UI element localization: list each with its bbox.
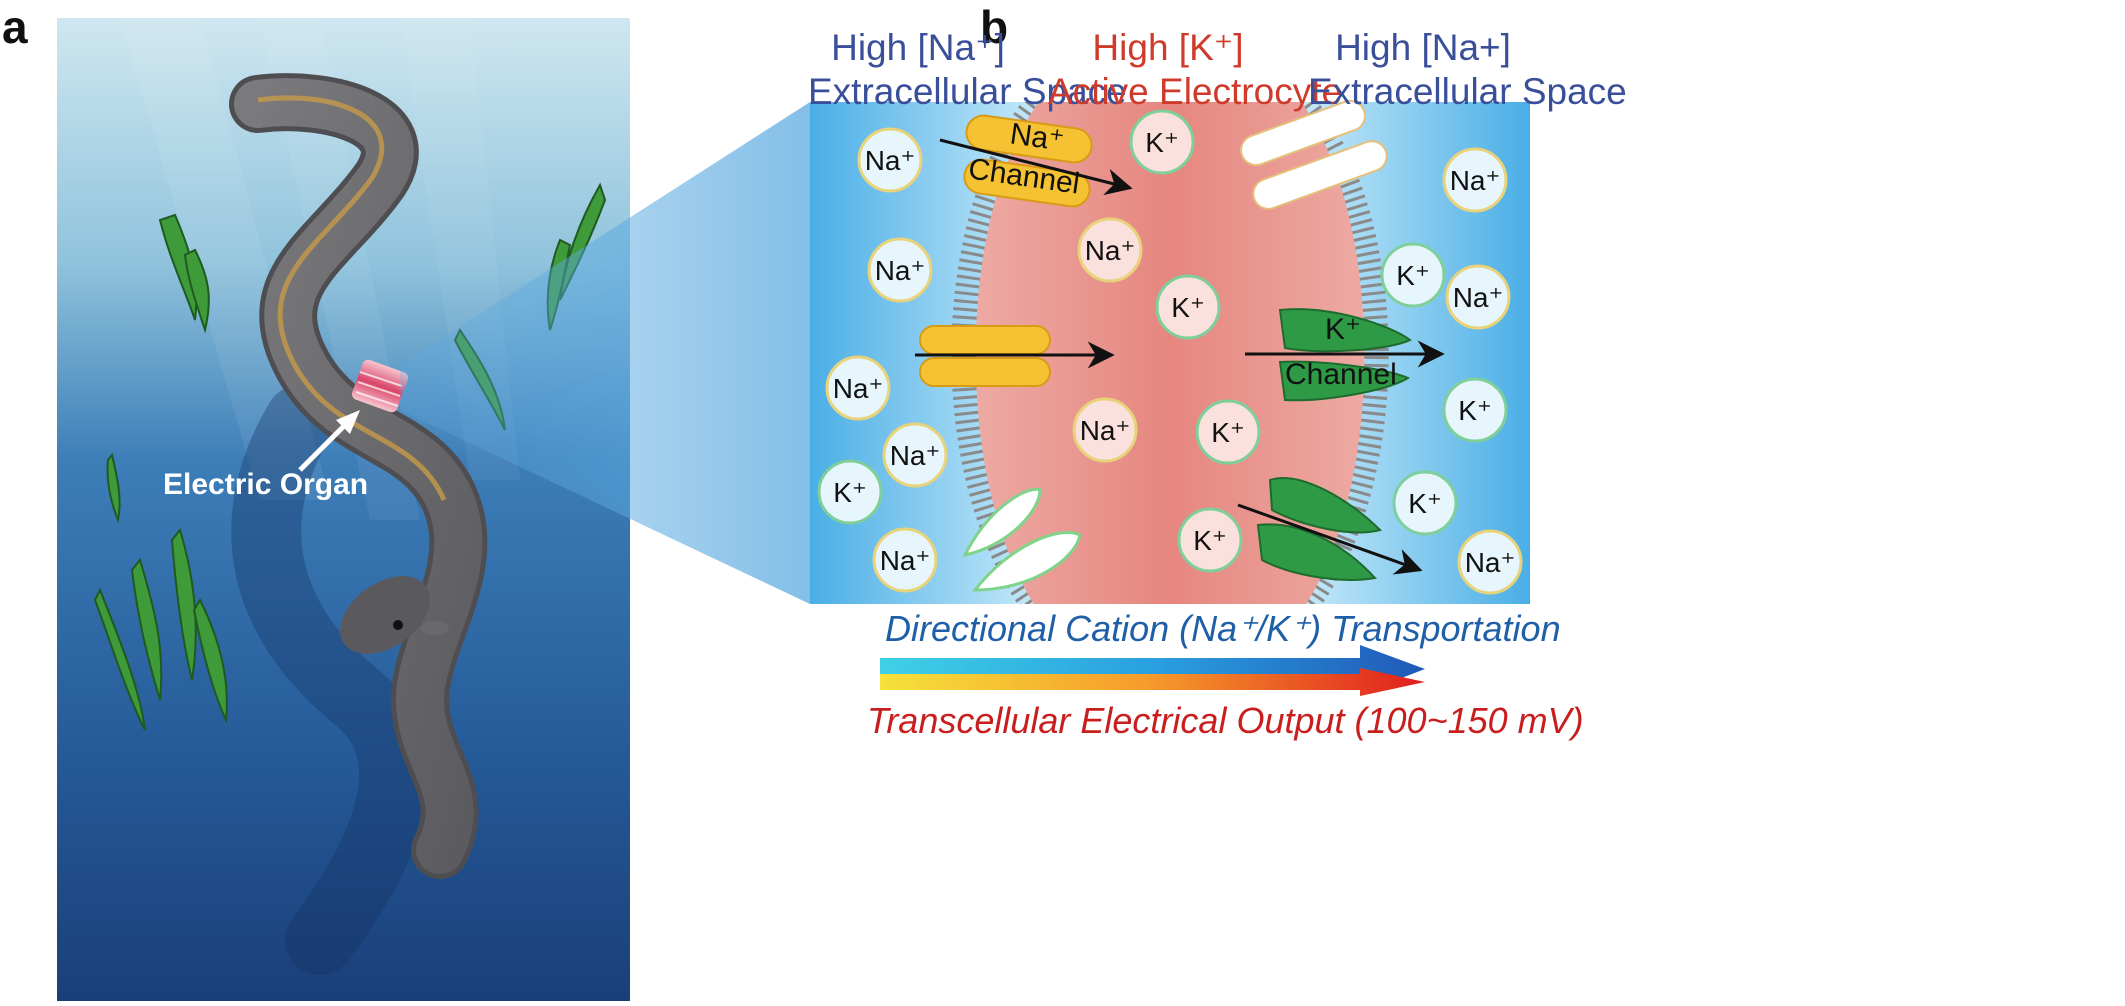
- electrical-output-arrow: [880, 668, 1425, 696]
- header-center: High [K⁺] Active Electrocyte: [1048, 26, 1343, 114]
- na-ion-1: Na⁺: [867, 237, 933, 303]
- ion-label: K⁺: [1408, 488, 1441, 519]
- k-channel-label-channel: Channel: [1285, 358, 1397, 391]
- na-ion-3: Na⁺: [882, 422, 948, 488]
- ion-label: Na⁺: [875, 255, 926, 286]
- eel-head: [340, 576, 430, 654]
- k-channel-middle: [1245, 308, 1445, 402]
- ion-label: Na⁺: [1453, 282, 1504, 313]
- inactive-channel-bottom: [962, 487, 1082, 592]
- na-ion-17: Na⁺: [1457, 529, 1523, 595]
- panel-b-letter: b: [980, 1, 1009, 53]
- header-right: High [Na+] Extracellular Space: [1308, 26, 1627, 114]
- k-ion-10: K⁺: [1195, 399, 1261, 465]
- ion-label: Na⁺: [880, 545, 931, 576]
- ion-label: K⁺: [1211, 417, 1244, 448]
- k-ion-13: K⁺: [1380, 242, 1446, 308]
- panel-a-letter: a: [2, 1, 28, 53]
- header-center-line2: Active Electrocyte: [1048, 71, 1343, 112]
- header-right-line2: Extracellular Space: [1308, 71, 1627, 112]
- na-ion-12: Na⁺: [1442, 147, 1508, 213]
- eel-body: [234, 78, 483, 874]
- zoom-beam: [400, 102, 810, 604]
- ion-label: K⁺: [1193, 525, 1226, 556]
- ion-label: K⁺: [1396, 260, 1429, 291]
- k-ion-11: K⁺: [1177, 507, 1243, 573]
- header-center-line1: High [K⁺]: [1092, 27, 1244, 68]
- k-channel-bottom: [1237, 477, 1423, 581]
- caption-electrical-output: Transcellular Electrical Output (100~150…: [867, 700, 1584, 741]
- ion-label: Na⁺: [1080, 415, 1131, 446]
- electrocyte: [975, 102, 1365, 604]
- k-channel-label-ion: K⁺: [1325, 313, 1361, 346]
- na-channel-top: [939, 114, 1133, 208]
- inactive-channel-top: [1240, 99, 1388, 210]
- eel-eye: [393, 620, 403, 630]
- header-left-line1: High [Na⁺]: [831, 27, 1005, 68]
- ion-label: Na⁺: [865, 145, 916, 176]
- eel-scene: [57, 18, 630, 1001]
- header-left: High [Na⁺] Extracellular Space: [808, 26, 1127, 114]
- na-channel-label-ion: Na⁺: [1007, 117, 1067, 158]
- ion-label: Na⁺: [1450, 165, 1501, 196]
- na-ion-0: Na⁺: [857, 127, 923, 193]
- ion-layer: Na⁺ Na⁺ Na⁺ Na⁺ K⁺ Na⁺ K⁺ Na⁺ K⁺ Na⁺ K⁺ K⁺ Na⁺ K⁺ Na⁺ K…: [817, 109, 1523, 595]
- k-ion-16: K⁺: [1392, 470, 1458, 536]
- ion-label: Na⁺: [1085, 235, 1136, 266]
- ion-label: Na⁺: [890, 440, 941, 471]
- electric-organ-label: Electric Organ: [163, 468, 369, 501]
- ion-label: K⁺: [1145, 127, 1178, 158]
- k-ion-15: K⁺: [1442, 377, 1508, 443]
- ion-label: Na⁺: [1465, 547, 1516, 578]
- na-ion-9: Na⁺: [1072, 397, 1138, 463]
- ion-label: K⁺: [1458, 395, 1491, 426]
- ion-label: Na⁺: [833, 373, 884, 404]
- header-right-line1: High [Na+]: [1335, 27, 1511, 68]
- na-ion-2: Na⁺: [825, 355, 891, 421]
- na-ion-7: Na⁺: [1077, 217, 1143, 283]
- k-ion-4: K⁺: [817, 459, 883, 525]
- na-ion-5: Na⁺: [872, 527, 938, 593]
- electric-organ: [351, 359, 409, 413]
- na-ion-14: Na⁺: [1445, 264, 1511, 330]
- na-channel-middle: [915, 325, 1115, 387]
- cation-transport-arrow: [880, 645, 1425, 694]
- header-left-line2: Extracellular Space: [808, 71, 1127, 112]
- caption-cation-transport: Directional Cation (Na⁺/K⁺) Transportati…: [885, 608, 1561, 649]
- ion-label: K⁺: [833, 477, 866, 508]
- ion-label: K⁺: [1171, 292, 1204, 323]
- k-ion-8: K⁺: [1155, 274, 1221, 340]
- k-ion-6: K⁺: [1129, 109, 1195, 175]
